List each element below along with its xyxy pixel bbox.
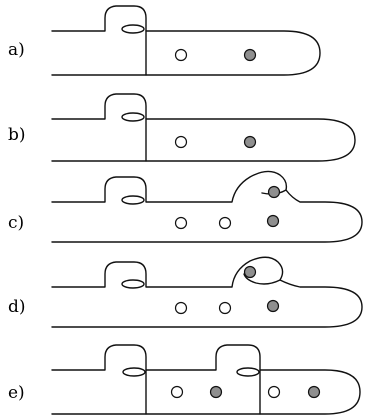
- panel-c-outline: [51, 170, 363, 243]
- panel-d: d): [8, 256, 363, 328]
- panel-a-label: a): [8, 40, 25, 60]
- panel-c-filled-dot-lower: [266, 214, 280, 228]
- panel-d-inner-loop: [243, 273, 281, 285]
- panel-a-filled-dot: [243, 48, 257, 62]
- panel-e-open-dot-2: [267, 385, 281, 399]
- panel-a-open-dot: [174, 48, 188, 62]
- panel-e: e): [8, 344, 361, 415]
- panel-d-open-dot-1: [174, 301, 188, 315]
- panel-c: c): [8, 170, 363, 243]
- panel-c-label: c): [8, 213, 24, 233]
- panel-e-filled-dot-1: [209, 385, 223, 399]
- panel-d-outline: [51, 256, 363, 328]
- panel-b-open-dot: [174, 135, 188, 149]
- panel-b: b): [8, 93, 356, 162]
- panel-c-open-dot-2: [218, 216, 232, 230]
- panel-e-oval-1: [122, 367, 146, 377]
- panel-d-open-dot-2: [218, 301, 232, 315]
- panel-b-filled-dot: [243, 135, 257, 149]
- panel-a: a): [8, 5, 321, 76]
- panel-e-label: e): [8, 383, 25, 403]
- panel-d-label: d): [8, 297, 26, 317]
- panel-e-oval-2: [236, 367, 260, 377]
- panel-d-oval: [121, 279, 145, 289]
- panel-b-oval: [121, 112, 145, 122]
- panel-e-filled-dot-2: [307, 385, 321, 399]
- panel-c-filled-dot-upper: [267, 185, 281, 199]
- panel-b-outline: [51, 93, 356, 162]
- panel-d-filled-dot-lower: [266, 299, 280, 313]
- panel-e-open-dot-1: [170, 385, 184, 399]
- panel-c-oval: [121, 195, 145, 205]
- panel-a-oval: [121, 24, 145, 34]
- panel-e-outline: [51, 344, 361, 415]
- panel-a-outline: [51, 5, 321, 76]
- panel-d-filled-dot-upper: [243, 265, 257, 279]
- panel-c-open-dot-1: [174, 216, 188, 230]
- panel-b-label: b): [8, 125, 26, 145]
